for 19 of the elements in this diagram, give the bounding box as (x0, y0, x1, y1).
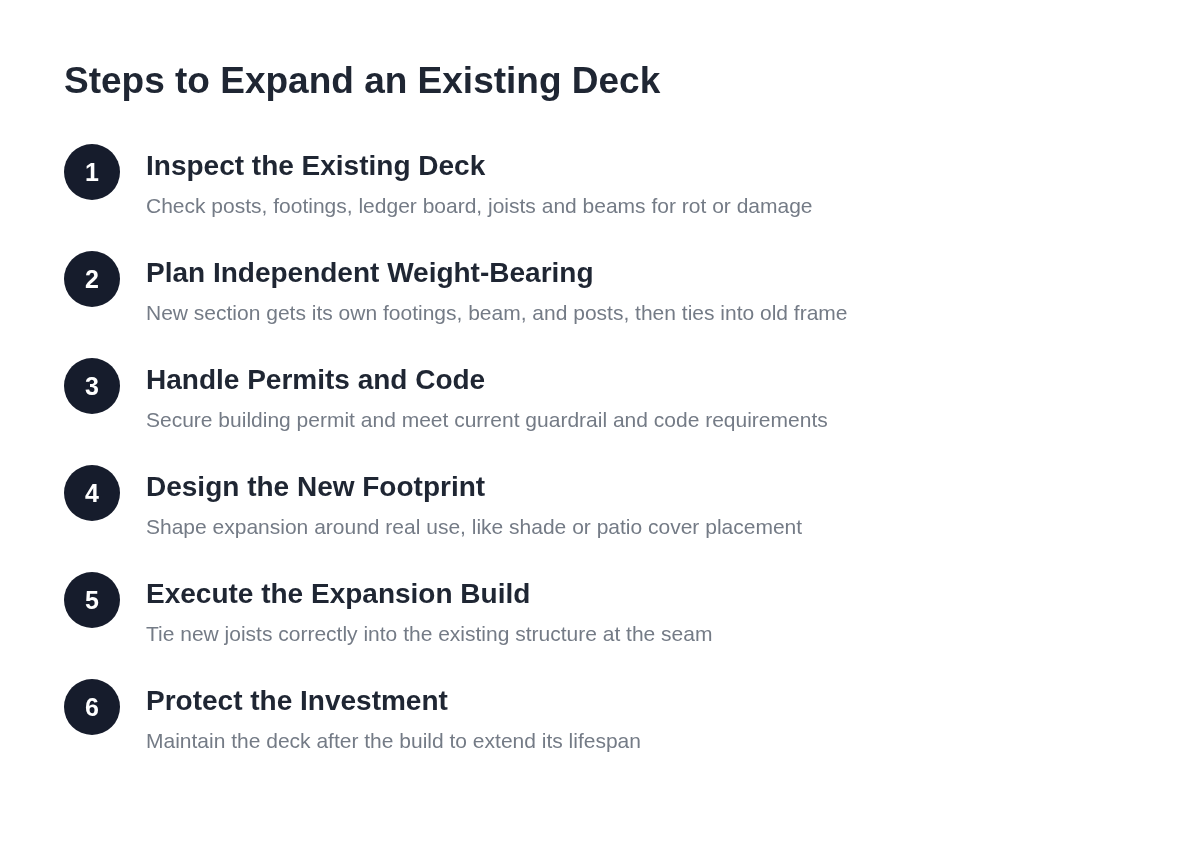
page-title: Steps to Expand an Existing Deck (64, 60, 661, 102)
step-number-badge: 6 (64, 679, 120, 735)
step-description: Maintain the deck after the build to extend its lifespan (146, 729, 641, 753)
step-heading: Execute the Expansion Build (146, 578, 531, 610)
step-description: Tie new joists correctly into the existing structure at the seam (146, 622, 713, 646)
step-number-badge: 4 (64, 465, 120, 521)
step-heading: Protect the Investment (146, 685, 448, 717)
step-heading: Plan Independent Weight-Bearing (146, 257, 594, 289)
step-number-badge: 3 (64, 358, 120, 414)
step-number-badge: 1 (64, 144, 120, 200)
step-description: Check posts, footings, ledger board, joists and beams for rot or damage (146, 194, 813, 218)
step-number-badge: 5 (64, 572, 120, 628)
step-heading: Handle Permits and Code (146, 364, 486, 396)
step-heading: Design the New Footprint (146, 471, 486, 503)
step-description: Secure building permit and meet current guardrail and code requirements (146, 408, 828, 432)
step-number-badge: 2 (64, 251, 120, 307)
step-heading: Inspect the Existing Deck (146, 150, 486, 182)
step-description: New section gets its own footings, beam, and posts, then ties into old frame (146, 301, 848, 325)
step-description: Shape expansion around real use, like shade or patio cover placement (146, 515, 803, 539)
